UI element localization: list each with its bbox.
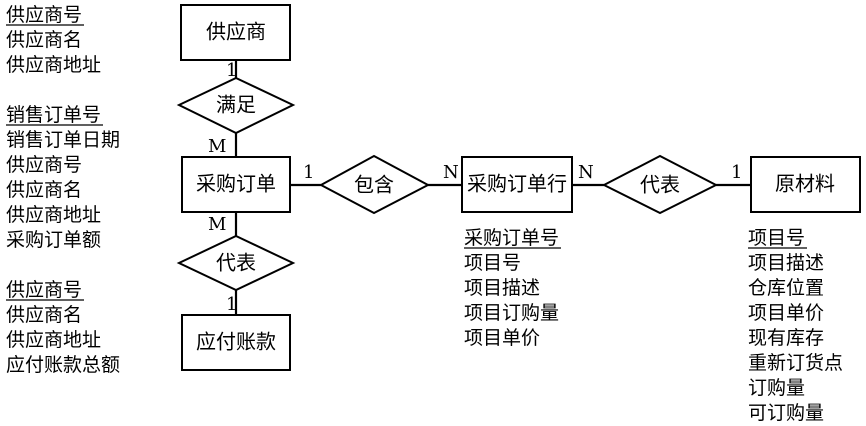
attribute-item: 采购订单额 — [6, 229, 101, 251]
cardinality-line-represents: N — [578, 162, 594, 183]
attribute-item: 供应商地址 — [6, 329, 101, 351]
attributes-accounts-payable: 供应商号 供应商名 供应商地址 应付账款总额 — [6, 279, 120, 376]
cardinality-order-payable: M — [208, 214, 226, 235]
attribute-item: 项目描述 — [464, 277, 540, 299]
attribute-item: 销售订单号 — [6, 104, 101, 126]
relationship-represents-payable-label: 代表 — [216, 251, 256, 275]
attribute-item: 项目订购量 — [464, 302, 559, 324]
relationship-contains: 包含 — [318, 154, 431, 215]
attribute-item: 项目描述 — [748, 252, 824, 274]
cardinality-labels: 1 M 1 N N 1 M 1 — [208, 60, 742, 315]
attribute-item: 可订购量 — [748, 402, 824, 424]
attribute-item: 供应商号 — [6, 4, 82, 26]
attribute-item: 供应商号 — [6, 154, 82, 176]
relationship-contains-label: 包含 — [354, 173, 394, 197]
attribute-item: 供应商地址 — [6, 204, 101, 226]
attribute-item: 供应商号 — [6, 279, 82, 301]
cardinality-satisfies-order: M — [208, 136, 226, 157]
attribute-item: 项目单价 — [464, 327, 540, 349]
entity-supplier: 供应商 — [180, 4, 291, 61]
cardinality-payable-represents: 1 — [226, 294, 237, 315]
entity-raw-material-label: 原材料 — [775, 172, 835, 196]
attribute-item: 应付账款总额 — [6, 354, 120, 376]
entity-purchase-order-line-label: 采购订单行 — [467, 172, 567, 196]
attribute-item: 现有库存 — [748, 327, 824, 349]
attribute-item: 销售订单日期 — [6, 129, 120, 151]
relationship-satisfies: 满足 — [176, 76, 296, 135]
relationship-represents-payable: 代表 — [176, 234, 296, 292]
attribute-item: 供应商名 — [6, 29, 82, 51]
entity-accounts-payable-label: 应付账款 — [196, 330, 276, 354]
cardinality-order-contains: 1 — [303, 162, 314, 183]
attribute-item: 供应商名 — [6, 304, 82, 326]
entity-purchase-order: 采购订单 — [181, 156, 291, 213]
attribute-item: 项目单价 — [748, 302, 824, 324]
entity-accounts-payable: 应付账款 — [181, 314, 291, 371]
connector-lines — [234, 60, 751, 315]
attribute-item: 供应商名 — [6, 179, 82, 201]
entity-purchase-order-label: 采购订单 — [196, 172, 276, 196]
cardinality-supplier-satisfies: 1 — [226, 60, 237, 81]
attribute-item: 项目号 — [748, 227, 805, 249]
attributes-purchase-order-line: 采购订单号 项目号 项目描述 项目订购量 项目单价 — [464, 227, 561, 349]
cardinality-represents-material: 1 — [731, 162, 742, 183]
attribute-item: 订购量 — [748, 377, 805, 399]
attribute-item: 供应商地址 — [6, 54, 101, 76]
attribute-item: 采购订单号 — [464, 227, 559, 249]
cardinality-contains-line: N — [443, 162, 459, 183]
attribute-item: 重新订货点 — [748, 352, 843, 374]
attributes-raw-material: 项目号 项目描述 仓库位置 项目单价 现有库存 重新订货点 订购量 可订购量 — [748, 227, 843, 424]
attributes-purchase-order: 销售订单号 销售订单日期 供应商号 供应商名 供应商地址 采购订单额 — [6, 104, 120, 251]
relationship-satisfies-label: 满足 — [216, 93, 256, 117]
relationship-represents-line-label: 代表 — [640, 173, 680, 197]
entity-supplier-label: 供应商 — [206, 20, 266, 44]
attribute-item: 项目号 — [464, 252, 521, 274]
entity-raw-material: 原材料 — [750, 156, 861, 213]
attributes-supplier: 供应商号 供应商名 供应商地址 — [6, 4, 101, 76]
attribute-item: 仓库位置 — [748, 277, 824, 299]
entity-purchase-order-line: 采购订单行 — [461, 156, 573, 213]
relationship-represents-line: 代表 — [601, 154, 719, 215]
